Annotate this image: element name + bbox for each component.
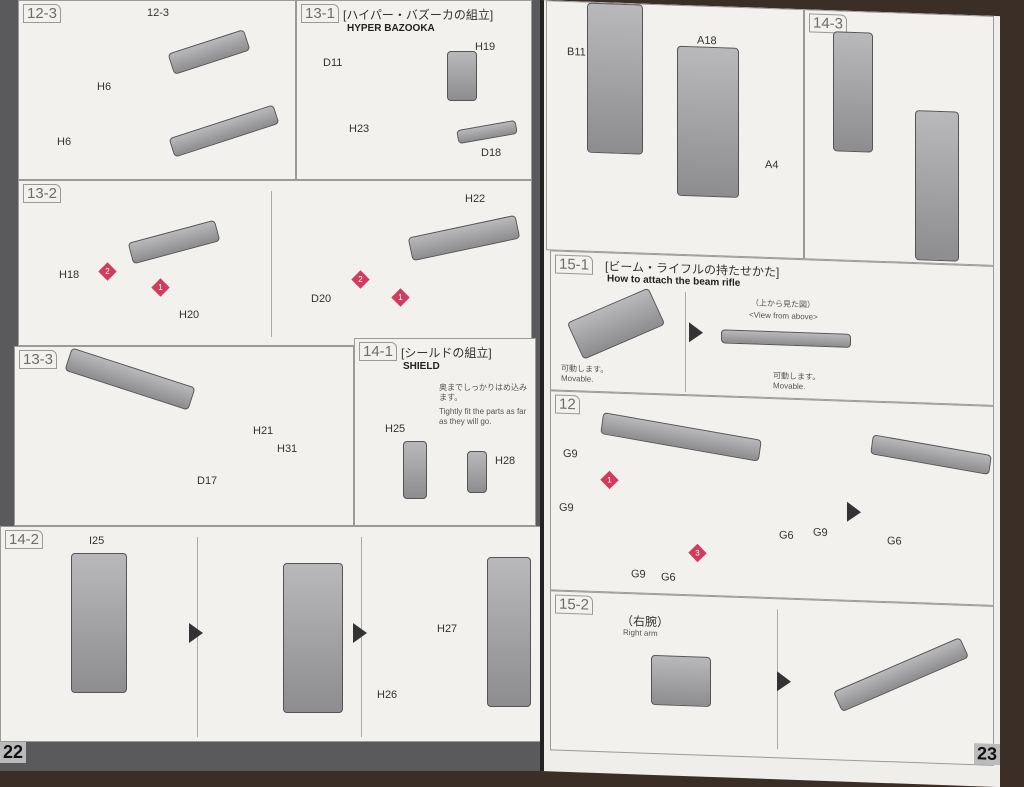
rifle-top-view [721, 329, 851, 348]
step-13-1-panel: 13-1 [ハイパー・バズーカの組立] HYPER BAZOOKA D11 H1… [296, 0, 532, 180]
part-label: H6 [57, 136, 72, 148]
step-marker: 1 [600, 470, 619, 490]
barrel-part [456, 119, 518, 145]
part-label: G9 [631, 568, 646, 581]
rifle-in-hand [566, 287, 666, 360]
step-15-1-panel: 15-1 [ビーム・ライフルの持たせかた] How to attach the … [550, 250, 994, 406]
movable-en: Movable. [561, 373, 594, 384]
right-page: B11 A18 A4 14-3 15-1 [ビーム・ライフルの持たせかた] Ho… [540, 0, 1000, 787]
step-12-panel: 12 G9 G9 G6 G9 G6 G6 G9 1 3 [550, 390, 994, 606]
bazooka-body [127, 219, 221, 265]
part-label: H27 [437, 623, 458, 635]
step-marker: 1 [391, 288, 410, 307]
movable-en: Movable. [773, 381, 806, 392]
step-14-1-panel: 14-1 [シールドの組立] SHIELD 奥までしっかりはめ込みます。 Tig… [354, 338, 536, 526]
part-label: G9 [563, 447, 578, 461]
part-label: H20 [179, 309, 200, 321]
stock-part [447, 51, 477, 101]
divider [685, 292, 686, 393]
part-label: B11 [567, 45, 586, 59]
part-label: A18 [697, 34, 717, 48]
step-marker: 2 [351, 270, 370, 289]
step-marker: 3 [688, 543, 707, 563]
step-label: 15-2 [555, 594, 594, 615]
shield-frame [283, 563, 343, 713]
shield-front [677, 45, 739, 198]
bazooka-body [407, 214, 521, 262]
part-label: D18 [481, 147, 502, 159]
part-label: H6 [97, 81, 112, 93]
arrow-right-icon [689, 322, 703, 343]
step-title-en: SHIELD [403, 361, 440, 372]
bazooka-barrel [64, 347, 196, 411]
part-label: H28 [495, 455, 516, 467]
shield-back [587, 2, 643, 155]
part-label: 12-3 [147, 7, 170, 19]
step-13-2-panel: 13-2 H18 H20 H22 D20 2 1 2 1 [18, 180, 532, 346]
bazooka-part [167, 29, 251, 75]
arrow-right-icon [353, 623, 367, 643]
arrow-right-icon [847, 501, 861, 523]
shield-frame [833, 31, 873, 153]
part-label: I25 [89, 535, 105, 547]
shield-part [403, 441, 427, 499]
step-title-jp: [シールドの組立] [401, 346, 492, 360]
divider [271, 191, 272, 337]
page-number: 23 [974, 743, 1000, 766]
step-12-3-panel: 12-3 12-3 H6 H6 [18, 0, 296, 180]
rifle-with-arm [832, 637, 970, 713]
shield-part [467, 451, 487, 493]
note-jp: 奥までしっかりはめ込みます。 [439, 383, 527, 402]
step-label: 13-2 [23, 184, 62, 203]
part-label: D20 [311, 293, 332, 305]
step-title-en: HYPER BAZOOKA [347, 23, 435, 34]
part-label: H26 [377, 689, 398, 701]
right-arm-part [651, 654, 711, 707]
step-14-2-panel: 14-2 I25 H27 H26 [0, 526, 542, 742]
page-number: 22 [0, 742, 27, 763]
step-label: 13-1 [301, 4, 340, 23]
arrow-right-icon [189, 623, 203, 643]
step-label: 13-3 [19, 350, 58, 369]
part-label: D11 [323, 57, 343, 69]
note-en: Tightly fit the parts as far as they wil… [439, 407, 527, 426]
part-label: G6 [887, 535, 902, 548]
part-label: D17 [197, 475, 218, 487]
shield-assembled [915, 110, 959, 262]
shield-frame [487, 557, 531, 707]
part-label: H22 [465, 193, 486, 205]
part-label: H18 [59, 269, 80, 281]
part-label: H23 [349, 123, 370, 135]
shield-step-panel: B11 A18 A4 [546, 0, 804, 260]
step-13-3-panel: 13-3 H21 H31 D17 [14, 346, 354, 526]
part-label: H25 [385, 423, 406, 435]
view-jp: （上から見た図） [751, 298, 815, 310]
arm-label-en: Right arm [623, 627, 658, 639]
step-marker: 2 [98, 262, 117, 281]
step-label: 12-3 [23, 4, 62, 23]
step-15-2-panel: 15-2 （右腕） Right arm [550, 590, 994, 766]
beam-rifle [600, 412, 762, 462]
step-label: 14-2 [5, 530, 44, 549]
beam-rifle [870, 434, 992, 475]
arrow-right-icon [777, 671, 791, 692]
part-label: H21 [253, 425, 274, 437]
step-title-jp: [ハイパー・バズーカの組立] [343, 8, 494, 22]
shield-frame [71, 553, 127, 693]
bazooka-assembly [168, 104, 280, 158]
step-marker: 1 [151, 278, 170, 297]
left-page: 12-3 12-3 H6 H6 13-1 [ハイパー・バズーカの組立] HYPE… [0, 0, 548, 771]
part-label: A4 [765, 158, 779, 172]
part-label: G9 [559, 501, 574, 515]
part-label: H19 [475, 41, 496, 53]
part-label: G6 [779, 529, 794, 542]
step-label: 15-1 [555, 254, 594, 275]
view-en: <View from above> [749, 310, 818, 322]
step-14-3-panel: 14-3 [804, 9, 994, 266]
part-label: H31 [277, 443, 298, 455]
part-label: G9 [813, 526, 828, 540]
step-label: 12 [555, 394, 580, 415]
part-label: G6 [661, 571, 676, 584]
step-label: 14-1 [359, 342, 398, 361]
